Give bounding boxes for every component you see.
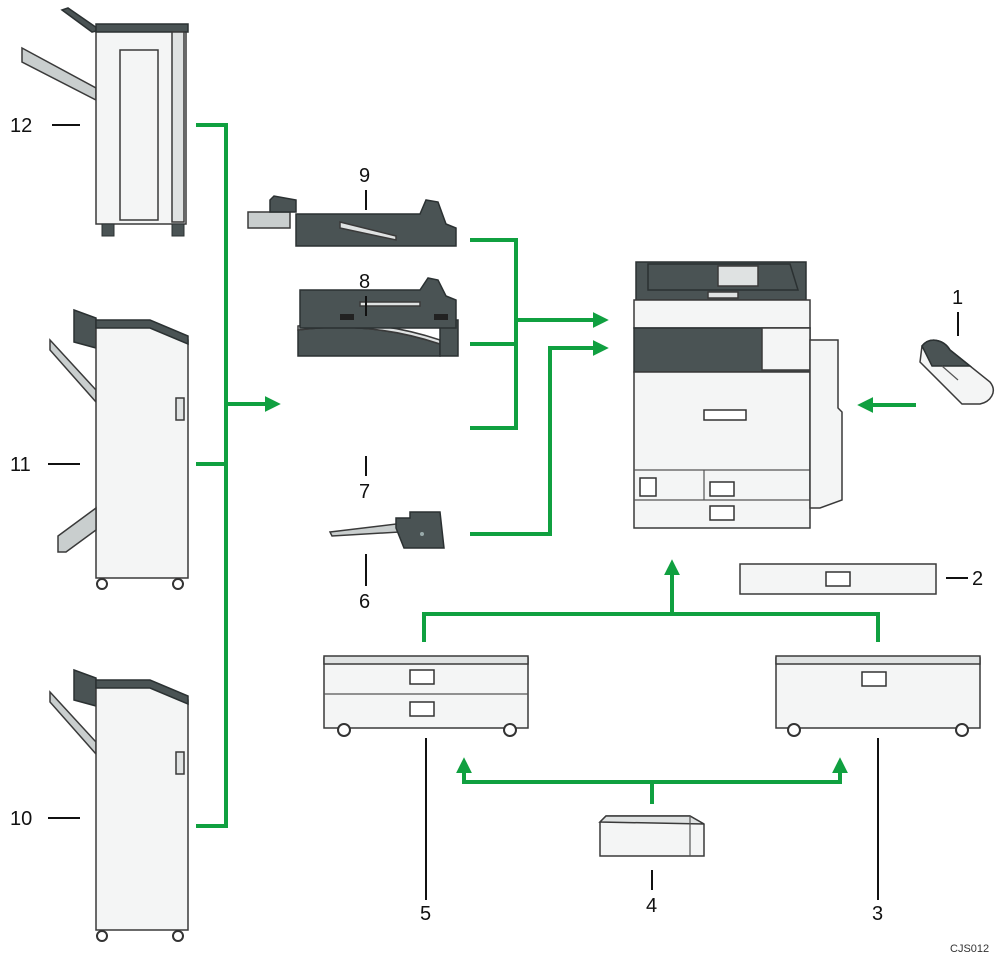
device-4-box — [598, 815, 705, 857]
label-12: 12 — [10, 115, 32, 137]
connector-device-9 — [470, 238, 518, 430]
device-6 — [328, 511, 445, 549]
connector-device-6 — [470, 340, 609, 536]
connector-trays-to-main — [422, 612, 880, 642]
connector-finisher-12 — [196, 123, 228, 828]
label-9: 9 — [359, 165, 370, 187]
device-1-handset — [919, 339, 994, 405]
label-8: 8 — [359, 271, 370, 293]
label-11: 11 — [10, 454, 31, 476]
label-5: 5 — [420, 903, 431, 925]
number-labels: 12 11 10 9 8 7 6 1 2 3 4 5 CJS012 — [10, 115, 989, 955]
label-6: 6 — [359, 591, 370, 613]
finisher-10 — [49, 668, 189, 942]
device-8 — [297, 319, 459, 357]
device-7 — [299, 277, 457, 329]
label-4: 4 — [646, 895, 657, 917]
main-unit — [633, 261, 843, 529]
device-2-tray — [739, 563, 937, 595]
finisher-11 — [49, 308, 189, 590]
label-7: 7 — [359, 481, 370, 503]
device-5-two-tray — [323, 655, 529, 737]
finisher-12 — [21, 7, 189, 237]
label-1: 1 — [952, 287, 963, 309]
device-9 — [247, 195, 457, 247]
label-10: 10 — [10, 808, 32, 830]
connectors — [196, 123, 916, 828]
figure-code: CJS012 — [950, 943, 989, 955]
label-2: 2 — [972, 568, 983, 590]
label-3: 3 — [872, 903, 883, 925]
leader-lines — [48, 124, 968, 900]
device-3-lct — [775, 655, 981, 737]
